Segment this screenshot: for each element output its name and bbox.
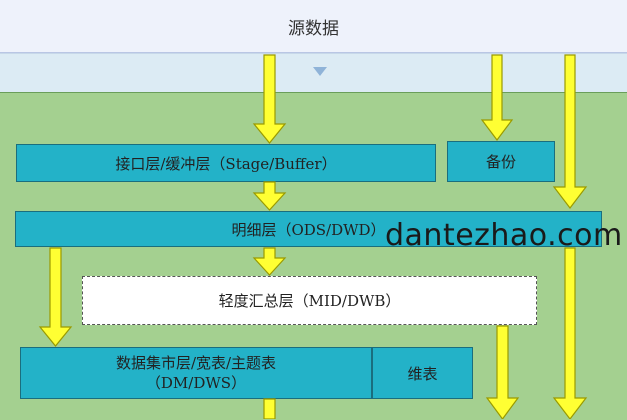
source-subband [0, 53, 627, 92]
dimension-table-label: 维表 [407, 364, 438, 383]
source-data-label: 源数据 [288, 18, 339, 39]
detail-layer-label: 明细层（ODS/DWD） [231, 220, 386, 239]
backup-box: 备份 [447, 141, 555, 182]
data-mart-box: 数据集市层/宽表/主题表 （DM/DWS） [20, 347, 372, 399]
summary-layer-box: 轻度汇总层（MID/DWB） [82, 276, 537, 325]
detail-layer-box: 明细层（ODS/DWD） [15, 211, 602, 247]
interface-layer-label: 接口层/缓冲层（Stage/Buffer） [115, 154, 337, 173]
data-mart-label: 数据集市层/宽表/主题表 [115, 354, 277, 372]
collapse-triangle-icon[interactable] [313, 67, 327, 76]
watermark-text: dantezhao.com [385, 218, 623, 253]
interface-layer-box: 接口层/缓冲层（Stage/Buffer） [16, 144, 436, 182]
source-data-band: 源数据 [0, 0, 627, 53]
summary-layer-label: 轻度汇总层（MID/DWB） [218, 292, 401, 310]
backup-label: 备份 [485, 153, 516, 171]
data-mart-sublabel: （DM/DWS） [145, 374, 247, 392]
dimension-table-box: 维表 [372, 347, 473, 399]
